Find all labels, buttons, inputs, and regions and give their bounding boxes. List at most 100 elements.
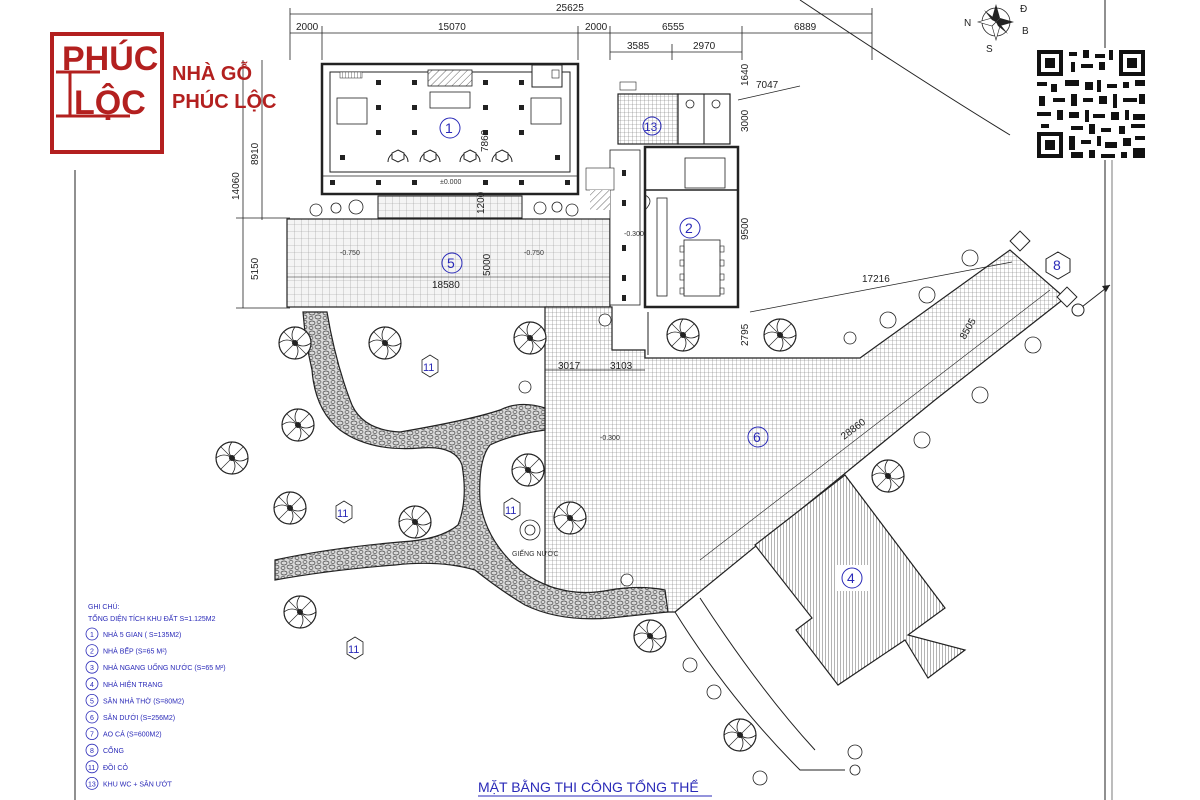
hill-labels: 11 11 11 11	[335, 354, 521, 660]
legend-marker	[85, 660, 99, 674]
legend-marker	[85, 743, 99, 757]
dim-seg-2: 15070	[438, 22, 466, 33]
legend-area: TỔNG DIỆN TÍCH KHU ĐẤT S=1.125M2	[88, 613, 216, 623]
well: GIẾNG NƯỚC	[512, 519, 559, 558]
compass-n: N	[964, 18, 971, 29]
legend: GHI CHÚ: TỔNG DIỆN TÍCH KHU ĐẤT S=1.125M…	[85, 602, 226, 790]
tree-icon	[666, 318, 700, 352]
compass-b: B	[1022, 26, 1029, 37]
walkway-posts	[622, 170, 626, 301]
level-house: ±0.000	[440, 179, 461, 186]
stone-path	[274, 311, 669, 620]
dim-9500: 9500	[740, 217, 751, 240]
level-lower-2: -0.300	[600, 435, 620, 442]
side-planter	[590, 190, 610, 210]
tree-icon	[633, 619, 667, 653]
legend-marker	[85, 777, 99, 790]
legend-num: 8	[90, 748, 94, 755]
legend-item-text: SÂN DƯỚI (S=256M2)	[103, 713, 175, 722]
qr-code	[1035, 48, 1147, 160]
kitchen-2: 2	[643, 145, 740, 309]
dim-3103: 3103	[610, 361, 633, 372]
legend-item-text: CỔNG	[103, 746, 124, 755]
brand-name-line1: NHÀ GỖ	[172, 61, 252, 85]
house-1: 1 ±0.000 7860	[320, 62, 580, 196]
porch-steps	[377, 195, 523, 219]
planters	[309, 199, 579, 217]
dim-7047: 7047	[756, 80, 779, 91]
label-wc: 13	[644, 120, 658, 134]
drawing-title: MẶT BẰNG THI CÔNG TỔNG THỂ	[478, 778, 699, 795]
tree-icon	[723, 718, 757, 752]
label-kitchen: 2	[685, 220, 693, 236]
label-gate: 8	[1053, 257, 1061, 273]
legend-marker	[85, 694, 99, 707]
legend-marker	[85, 710, 99, 724]
compass-icon: N Đ B S	[964, 4, 1029, 55]
legend-marker	[85, 644, 99, 657]
tree-icon	[553, 501, 587, 535]
legend-item-text: NHÀ NGANG UỐNG NƯỚC (S=65 M²)	[103, 662, 226, 672]
logo-line1: PHÚC	[62, 40, 158, 78]
well-label: GIẾNG NƯỚC	[512, 548, 559, 558]
tree-icon	[281, 408, 315, 442]
compass-s: S	[986, 44, 993, 55]
level-yard-right: -0.750	[524, 250, 544, 257]
dim-8910: 8910	[250, 142, 261, 165]
label-yard-lower: 6	[753, 429, 761, 445]
brand-name-line2: PHÚC LỘC	[172, 89, 276, 113]
logo-line2: LỘC	[74, 83, 146, 122]
dim-7860: 7860	[480, 129, 491, 152]
dim-line-7047	[737, 85, 801, 101]
tree-icon	[215, 441, 249, 475]
legend-num: 3	[90, 665, 94, 672]
dim-sub-2: 2970	[693, 41, 716, 52]
dim-17216: 17216	[862, 274, 890, 285]
tree-icon	[398, 505, 432, 539]
svg-text:11: 11	[337, 508, 348, 520]
label-house: 1	[445, 120, 453, 136]
wc-13: 13	[617, 81, 731, 145]
legend-item-text: NHÀ 5 GIAN ( S=135M2)	[103, 630, 181, 639]
dim-line-17216	[749, 261, 1013, 313]
svg-text:11: 11	[348, 644, 359, 656]
legend-marker	[85, 727, 99, 740]
legend-item-text: ĐỒI CỎ	[103, 762, 128, 772]
dim-seg-4: 6555	[662, 22, 685, 33]
label-yard-upper: 5	[447, 255, 455, 271]
legend-item-text: NHÀ BẾP (S=65 M²)	[103, 646, 167, 656]
legend-heading: GHI CHÚ:	[88, 602, 120, 611]
legend-num: 5	[90, 698, 94, 705]
yard-5: 5 -0.750 -0.750 18580 5000	[286, 218, 611, 308]
dim-5150: 5150	[250, 257, 261, 280]
legend-num: 7	[90, 732, 94, 739]
legend-item-text: AO CÁ (S=600M2)	[103, 730, 162, 739]
legend-marker	[85, 677, 99, 691]
legend-item-text: NHÀ HIỆN TRẠNG	[103, 680, 163, 689]
dim-seg-5: 6889	[794, 22, 817, 33]
dim-seg-3: 2000	[585, 22, 608, 33]
tree-icon	[283, 595, 317, 629]
left-dimensions: 8910 14060 5150	[231, 60, 290, 309]
legend-num: 4	[90, 682, 94, 689]
side-stair	[585, 167, 615, 191]
compass-d: Đ	[1020, 4, 1027, 15]
tree-icon	[871, 459, 905, 493]
dim-3017: 3017	[558, 361, 581, 372]
existing-house-4: 4	[754, 474, 967, 686]
dim-3000: 3000	[740, 109, 751, 132]
tree-icon	[278, 326, 312, 360]
legend-num: 6	[90, 715, 94, 722]
legend-marker	[85, 760, 99, 774]
dim-14060: 14060	[231, 172, 242, 200]
dim-2795: 2795	[740, 323, 751, 346]
tree-icon	[763, 318, 797, 352]
legend-num: 13	[88, 781, 96, 788]
dim-sub-1: 3585	[627, 41, 650, 52]
dim-1200: 1200	[476, 191, 487, 214]
dim-seg-1: 2000	[296, 22, 319, 33]
legend-num: 2	[90, 649, 94, 656]
top-dimensions: 25625 2000 15070 2000 6555 6889 3585 297…	[289, 3, 873, 60]
tree-icon	[273, 491, 307, 525]
gate-8: 8	[1009, 230, 1111, 317]
